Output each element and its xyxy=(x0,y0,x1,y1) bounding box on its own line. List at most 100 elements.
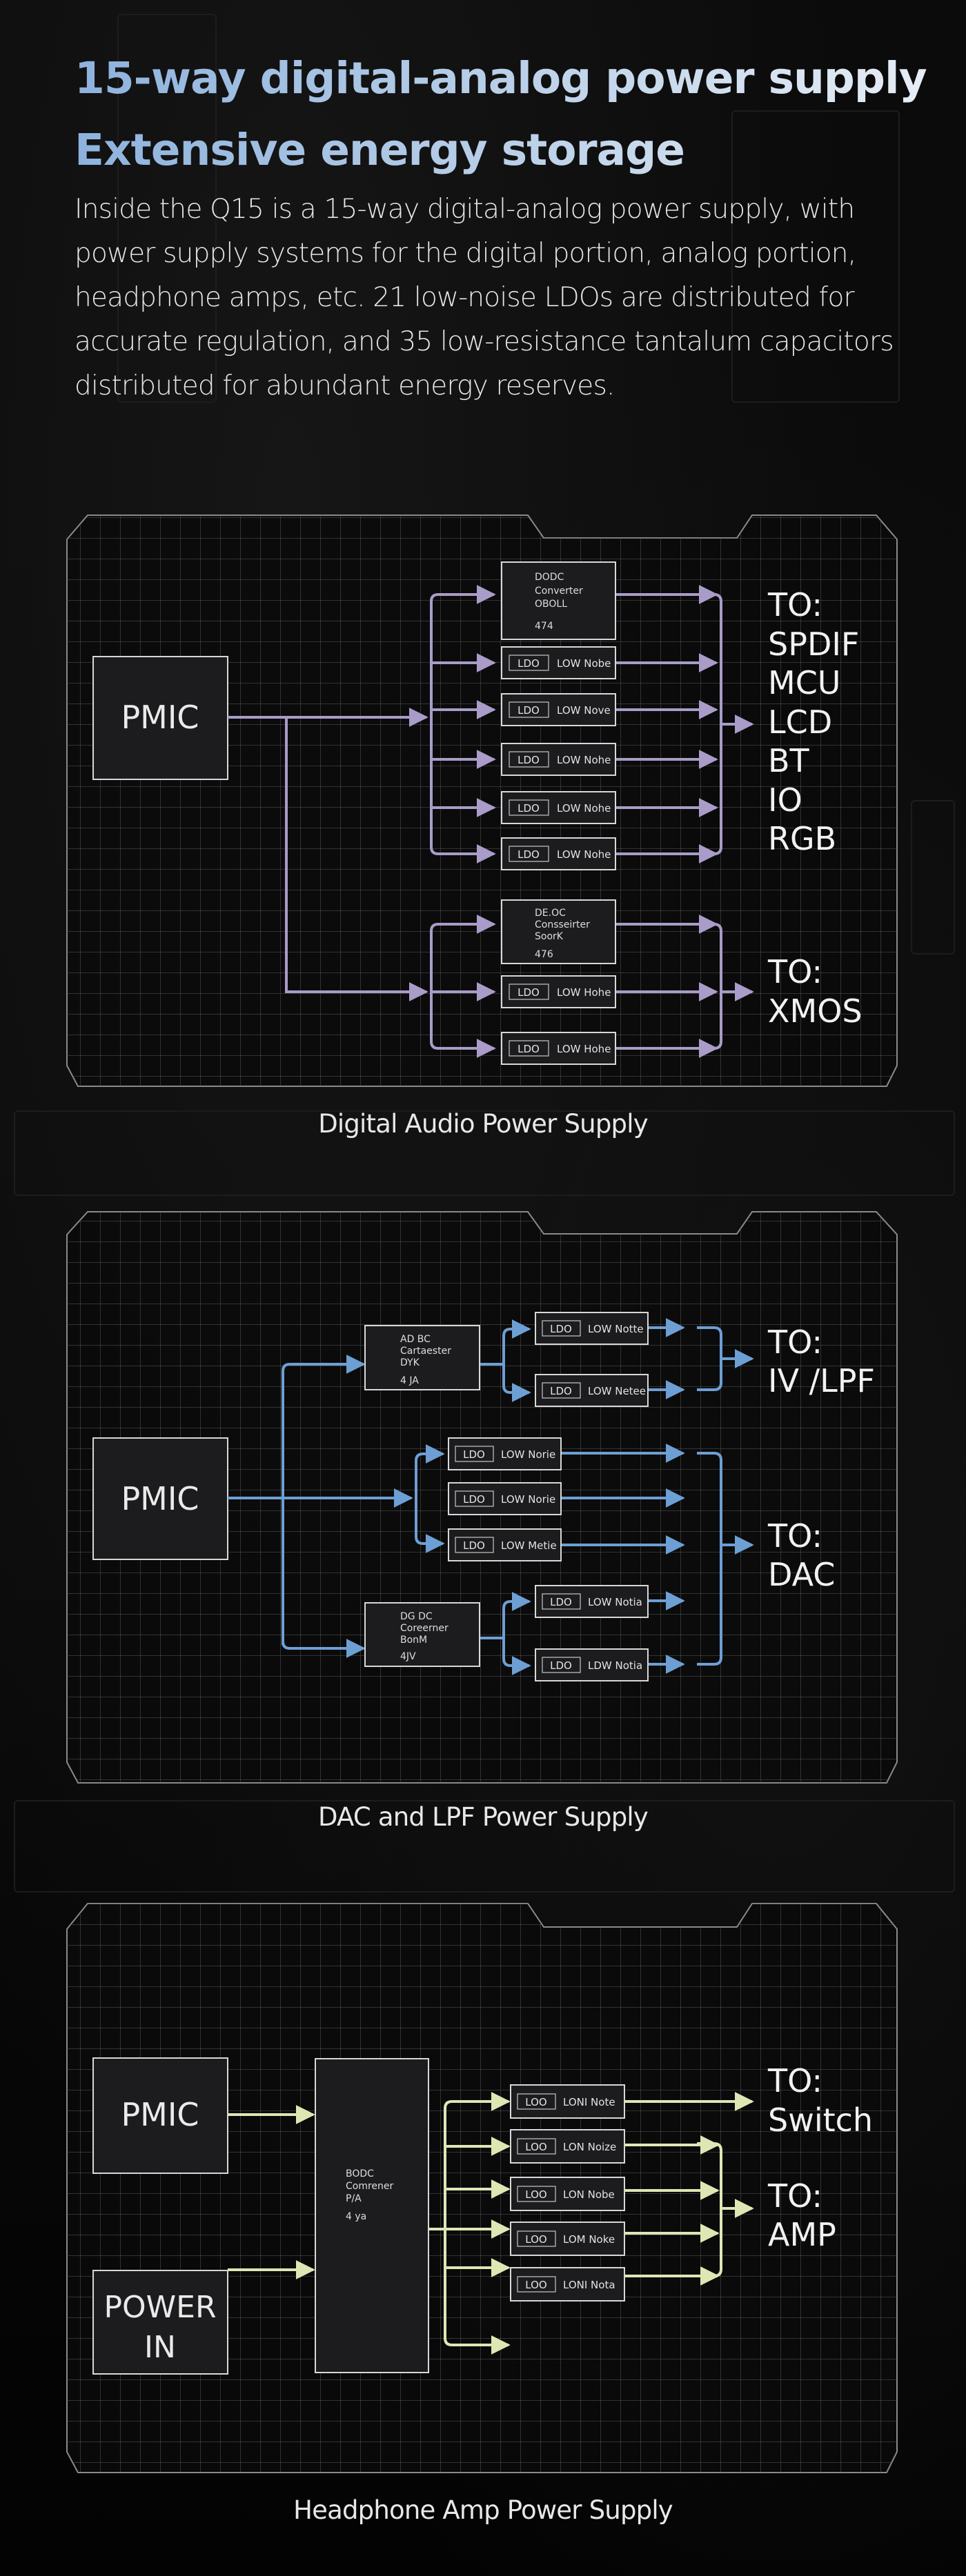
pcb-decoration xyxy=(731,110,900,403)
ldo-tag: LDO xyxy=(463,1448,485,1461)
destination-switch: Switch xyxy=(768,2101,873,2139)
pcb-decoration xyxy=(117,14,217,403)
destination-list: TO: SPDIF MCU LCD BT IO RGB xyxy=(767,586,859,857)
ldo-block: LDO LOW Nohe xyxy=(501,791,616,824)
ldo-label: LOW Notte xyxy=(588,1323,644,1335)
ldo-tag: LDO xyxy=(518,704,540,717)
converter-line-1: AD BC xyxy=(400,1334,431,1345)
ldo-block: LDO LDW Notia xyxy=(535,1648,649,1681)
ldo-block: LDO LOW Hohe xyxy=(501,1032,616,1065)
ldo-block: LDO LOW Notia xyxy=(535,1585,649,1618)
destination-spdif: SPDIF xyxy=(768,626,859,663)
ldo-label: LOW Notia xyxy=(588,1596,642,1608)
destination-prefix: TO: xyxy=(767,1324,822,1361)
caption-dac-lpf: DAC and LPF Power Supply xyxy=(318,1802,649,1832)
digital-audio-diagram: PMIC DODC Converter OBOLL 474 xyxy=(66,515,898,1087)
converter-line-1: DODC xyxy=(535,572,564,583)
destination-prefix: TO: xyxy=(767,586,822,623)
ldo-block: LOO LONI Note xyxy=(510,2084,625,2119)
ldo-tag: LDO xyxy=(550,1385,572,1397)
converter-line-2: Converter xyxy=(535,586,583,597)
destination-prefix: TO: xyxy=(767,1517,822,1555)
ldo-tag: LDO xyxy=(518,802,540,815)
dc-dc-converter-block: DG DC Coreerner BonM 4JV xyxy=(364,1602,480,1667)
destination-rgb: RGB xyxy=(768,820,836,857)
converter-line-4: 4 ya xyxy=(346,2211,366,2222)
digital-connectors xyxy=(228,585,754,1058)
dac-connectors xyxy=(228,1318,754,1675)
dc-dc-converter-block: DODC Converter OBOLL 474 xyxy=(501,561,616,640)
ldo-label: LOW Nohe xyxy=(557,802,611,815)
power-in-label-line-1: POWER xyxy=(103,2290,216,2325)
ldo-label: LOW Netee xyxy=(588,1385,646,1397)
destination-prefix: TO: xyxy=(767,2062,822,2099)
destination-iv-lpf: IV /LPF xyxy=(768,1362,875,1399)
ldo-label: LOW Hohe xyxy=(557,986,611,999)
ldo-label: LDW Notia xyxy=(588,1659,642,1672)
converter-line-2: Consseirter xyxy=(535,919,590,930)
pmic-block xyxy=(92,656,228,780)
converter-line-4: 474 xyxy=(535,621,553,632)
amp-connectors xyxy=(228,2092,754,2355)
converter-line-2: Comrener xyxy=(346,2181,394,2192)
ldo-label: LONI Nota xyxy=(563,2279,615,2291)
ldo-label: LOW Metie xyxy=(501,1539,557,1552)
ldo-tag: LDO xyxy=(518,986,540,999)
ldo-label: LON Nobe xyxy=(563,2188,615,2201)
ldo-label: LOW Nohe xyxy=(557,848,611,861)
ldo-tag: LOO xyxy=(525,2233,546,2246)
caption-digital-audio: Digital Audio Power Supply xyxy=(318,1109,648,1139)
ldo-label: LOM Noke xyxy=(563,2233,615,2246)
ldo-block: LDO LOW Norie xyxy=(448,1437,562,1470)
ldo-label: LON Noize xyxy=(563,2141,616,2153)
ldo-block: LDO LOW Netee xyxy=(535,1374,649,1407)
ldo-tag: LOO xyxy=(525,2188,546,2201)
ldo-tag: LDO xyxy=(550,1659,572,1672)
destination-bt: BT xyxy=(768,742,810,779)
converter-line-2: Cartaester xyxy=(400,1346,451,1357)
ldo-block: LDO LOW Norie xyxy=(448,1482,562,1515)
converter-line-4: 4 JA xyxy=(400,1375,419,1386)
converter-line-1: BODC xyxy=(346,2168,374,2179)
ldo-block: LDO LOW Notte xyxy=(535,1312,649,1345)
ldo-block: LDO LOW Nohe xyxy=(501,837,616,870)
ldo-tag: LOO xyxy=(525,2141,546,2153)
ldo-tag: LDO xyxy=(518,848,540,861)
converter-line-4: 476 xyxy=(535,949,553,960)
ldo-block: LDO LOW Nohe xyxy=(501,743,616,776)
destination-dac: DAC xyxy=(768,1556,835,1593)
pcb-decoration xyxy=(14,1110,955,1196)
converter-line-3: P/A xyxy=(346,2193,362,2204)
destination-prefix: TO: xyxy=(767,953,822,990)
ldo-tag: LDO xyxy=(550,1323,572,1335)
pmic-block xyxy=(92,1437,228,1560)
intro-paragraph: Inside the Q15 is a 15-way digital-analo… xyxy=(75,194,894,401)
dc-dc-converter-block: AD BC Cartaester DYK 4 JA xyxy=(364,1325,480,1390)
ldo-tag: LOO xyxy=(525,2096,546,2108)
converter-line-3: DYK xyxy=(400,1357,420,1368)
ldo-block: LDO LOW Nobe xyxy=(501,646,616,679)
power-in-block xyxy=(92,2270,228,2375)
ldo-label: LOW Norie xyxy=(501,1493,555,1506)
dc-dc-converter-block: BODC Comrener P/A 4 ya xyxy=(315,2058,429,2373)
converter-line-3: OBOLL xyxy=(535,599,567,610)
destination-mcu: MCU xyxy=(768,664,840,701)
ldo-block: LOO LON Noize xyxy=(510,2129,625,2164)
converter-line-4: 4JV xyxy=(400,1651,416,1662)
power-in-label-line-2: IN xyxy=(144,2330,176,2365)
destination-amp: AMP xyxy=(768,2216,836,2253)
pmic-label: PMIC xyxy=(121,1480,199,1517)
converter-line-3: BonM xyxy=(400,1635,427,1646)
ldo-block: LOO LOM Noke xyxy=(510,2221,625,2256)
ldo-label: LOW Nobe xyxy=(557,657,611,670)
ldo-tag: LDO xyxy=(463,1493,485,1506)
pmic-label: PMIC xyxy=(121,2096,199,2133)
ldo-label: LOW Nove xyxy=(557,704,611,717)
ldo-block: LOO LON Nobe xyxy=(510,2177,625,2211)
destination-xmos: XMOS xyxy=(768,992,862,1030)
ldo-tag: LDO xyxy=(518,1043,540,1055)
converter-line-1: DE.OC xyxy=(535,908,566,919)
converter-line-3: SoorK xyxy=(535,931,564,942)
ldo-label: LONI Note xyxy=(563,2096,615,2108)
headphone-amp-diagram: PMIC POWER IN BODC Comrener P/A 4 ya LOO… xyxy=(66,1903,898,2473)
